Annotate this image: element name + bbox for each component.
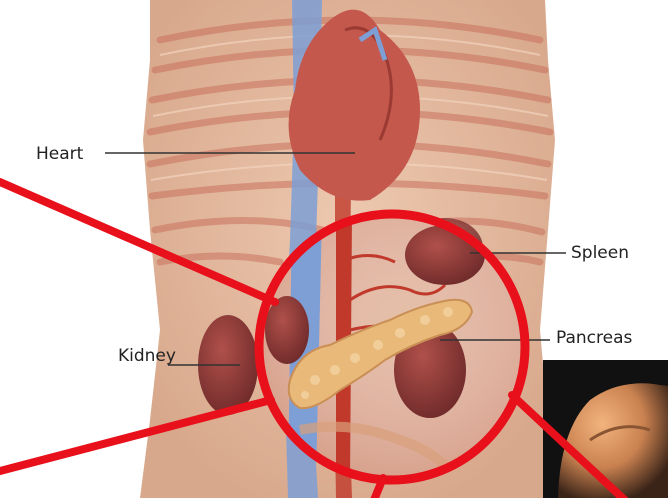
heart-label: Heart bbox=[36, 144, 83, 164]
pancreas-label: Pancreas bbox=[556, 328, 632, 348]
kidney-label: Kidney bbox=[118, 346, 176, 366]
spleen-label: Spleen bbox=[571, 243, 629, 263]
